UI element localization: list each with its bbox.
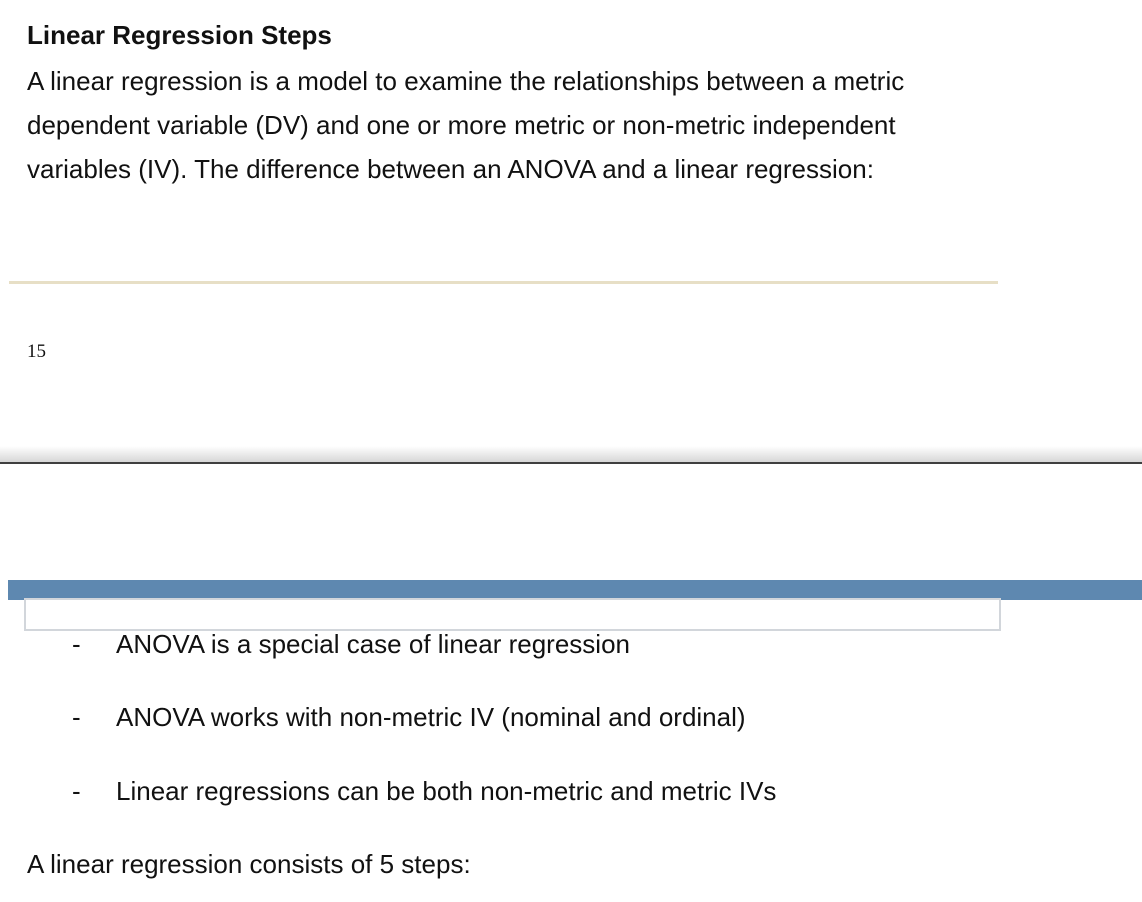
bullet-item: - ANOVA works with non-metric IV (nomina… — [0, 701, 1000, 733]
page-break-line — [0, 462, 1142, 464]
bullet-text: Linear regressions can be both non-metri… — [116, 776, 777, 806]
slide-footer-divider — [9, 281, 998, 284]
bullet-text: ANOVA works with non-metric IV (nominal … — [116, 702, 746, 732]
paragraph-line: A linear regression is a model to examin… — [27, 66, 905, 96]
bullet-marker: - — [72, 776, 81, 806]
slide-accent-bar — [8, 580, 1142, 600]
paragraph-line: dependent variable (DV) and one or more … — [27, 110, 896, 140]
intro-paragraph: A linear regression is a model to examin… — [27, 59, 1027, 191]
bullet-marker: - — [72, 629, 81, 659]
section-title: Linear Regression Steps — [27, 20, 332, 50]
paragraph-line: variables (IV). The difference between a… — [27, 154, 874, 184]
bullet-item: - Linear regressions can be both non-met… — [0, 775, 1000, 807]
bullet-marker: - — [72, 702, 81, 732]
bullet-text: ANOVA is a special case of linear regres… — [116, 629, 630, 659]
empty-text-placeholder[interactable] — [24, 598, 1001, 631]
page-break-shadow — [0, 446, 1142, 462]
bullet-item: - ANOVA is a special case of linear regr… — [0, 628, 1000, 660]
closing-line: A linear regression consists of 5 steps: — [27, 849, 471, 879]
page-number: 15 — [27, 341, 46, 362]
